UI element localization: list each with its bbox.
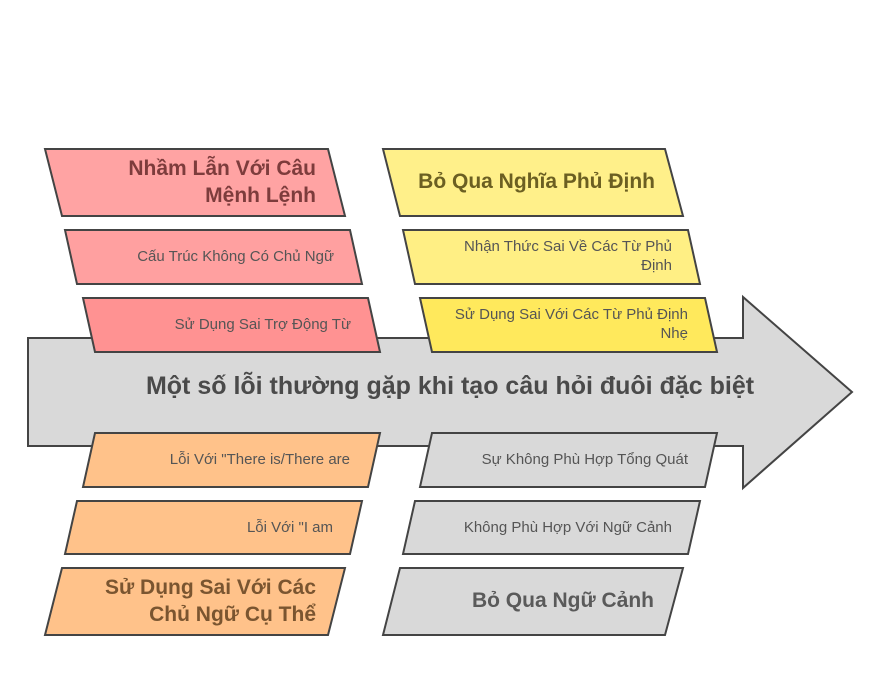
category-heading: Sử Dụng Sai Với Các Chủ Ngữ Cụ Thể [104,576,316,626]
category-item: Lỗi Với "I am [246,518,333,536]
box-orange-heading [43,567,347,636]
box-red-heading [43,148,347,217]
category-item: Lỗi Với "There is/There are [169,450,350,468]
category-item: Không Phù Hợp Với Ngữ Cảnh [463,518,672,536]
box-orange-1 [81,432,382,488]
box-yellow-1 [401,229,702,285]
category-heading: Bỏ Qua Nghĩa Phủ Định [418,170,655,194]
box-gray-heading [381,567,685,636]
box-orange-2 [63,500,364,555]
box-yellow-heading [381,148,685,217]
box-gray-2 [401,500,702,555]
box-red-1 [63,229,364,285]
category-heading: Bỏ Qua Ngữ Cảnh [471,589,654,613]
box-red-2 [81,297,382,353]
box-yellow-2 [418,297,719,353]
box-gray-1 [418,432,719,488]
category-heading: Nhầm Lẫn Với Câu Mệnh Lệnh [128,157,316,207]
category-item: Sự Không Phù Hợp Tổng Quát [481,450,688,468]
category-item: Sử Dụng Sai Trợ Động Từ [174,315,351,333]
category-item: Cấu Trúc Không Có Chủ Ngữ [137,247,334,265]
category-item: Sử Dụng Sai Với Các Từ Phủ Định Nhẹ [454,306,688,342]
category-item: Nhận Thức Sai Về Các Từ Phủ Định [464,238,672,274]
diagram-title: Một số lỗi thường gặp khi tạo câu hỏi đu… [145,372,755,400]
